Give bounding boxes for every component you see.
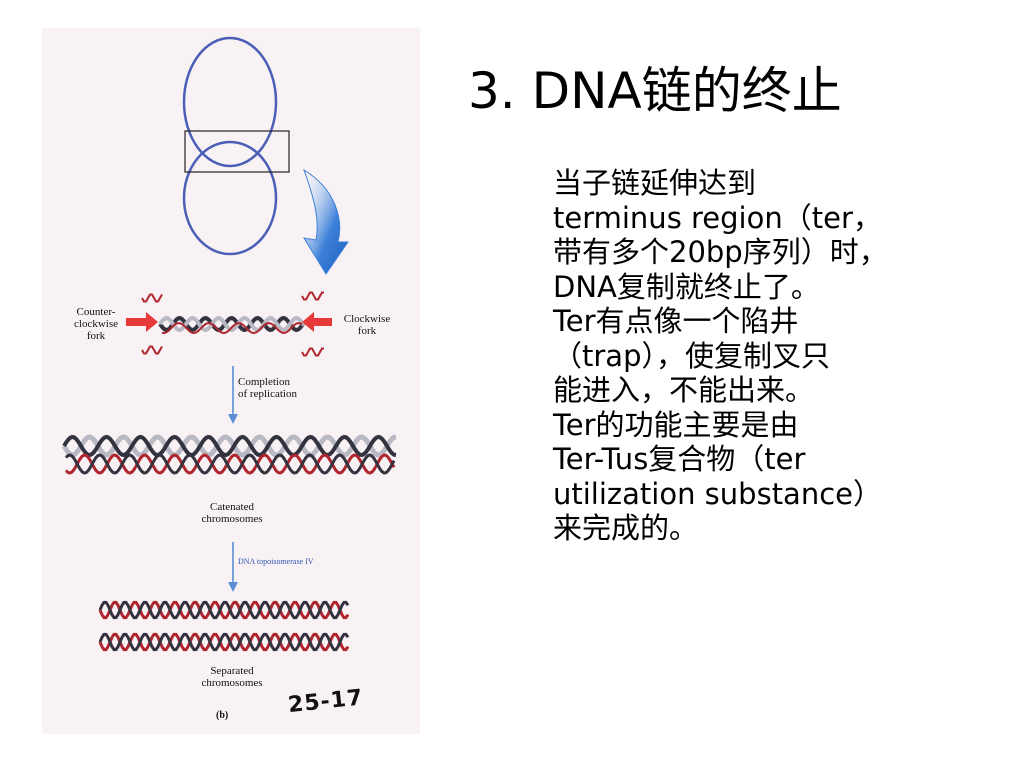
fork-tail-right-lower bbox=[301, 347, 324, 357]
topoisomerase-label: DNA topoisomerase IV bbox=[238, 557, 314, 566]
fork-strand-dark bbox=[158, 315, 306, 333]
body-line: Ter有点像一个陷井 bbox=[553, 304, 799, 338]
completion-arrow-head bbox=[228, 414, 238, 424]
body-line: 能进入，不能出来。 bbox=[553, 373, 815, 407]
body-line: terminus region（ter， bbox=[553, 200, 882, 235]
bottom-replication-loop bbox=[182, 140, 278, 256]
topoisomerase-arrow-head bbox=[228, 582, 238, 592]
separated-label: Separated chromosomes bbox=[201, 665, 263, 689]
fork-strands bbox=[141, 291, 324, 357]
counter-clockwise-fork-label: Counter- clockwise fork bbox=[74, 306, 118, 342]
separated-top-dark bbox=[98, 600, 350, 620]
handwritten-note: 25-17 bbox=[286, 685, 365, 719]
top-replication-loop bbox=[182, 36, 278, 168]
clockwise-fork-label: Clockwise fork bbox=[343, 313, 391, 337]
catenated-strand-light-1 bbox=[61, 434, 397, 458]
body-line: （trap），使复制叉只 bbox=[553, 338, 830, 373]
body-line: Ter-Tus复合物（ter bbox=[553, 442, 806, 476]
body-line: DNA复制就终止了。 bbox=[553, 269, 820, 304]
catenated-label: Catenated chromosomes bbox=[201, 501, 263, 525]
separated-top-red bbox=[98, 600, 350, 620]
fork-tail-left-upper bbox=[141, 293, 163, 303]
counter-clockwise-fork-arrow bbox=[126, 312, 158, 332]
fork-strand-red bbox=[161, 322, 303, 335]
body-text: 当子链延伸达到 terminus region（ter， 带有多个20bp序列）… bbox=[553, 166, 1013, 546]
separated-strands bbox=[98, 600, 350, 652]
body-line: 当子链延伸达到 bbox=[553, 166, 757, 200]
completion-label: Completion of replication bbox=[238, 376, 297, 400]
body-line: 带有多个20bp序列）时， bbox=[553, 235, 888, 269]
body-line: 来完成的。 bbox=[553, 511, 699, 545]
catenated-strand-dark-1 bbox=[62, 434, 397, 458]
fork-tail-right-upper bbox=[301, 291, 324, 301]
separated-bottom-red bbox=[98, 632, 350, 652]
catenated-strand-red bbox=[64, 453, 396, 475]
termination-region-box bbox=[184, 130, 290, 173]
catenated-strands bbox=[61, 434, 397, 475]
zoom-arrow bbox=[303, 168, 349, 275]
separated-bottom-dark bbox=[98, 632, 350, 652]
replication-figure: Counter- clockwise fork Clockwise fork C… bbox=[42, 28, 420, 734]
panel-label: (b) bbox=[216, 710, 229, 721]
body-line: utilization substance） bbox=[553, 476, 882, 511]
body-line: Ter的功能主要是由 bbox=[553, 407, 799, 442]
replication-diagram bbox=[61, 36, 397, 652]
catenated-strand-dark-2 bbox=[64, 453, 396, 475]
clockwise-fork-arrow bbox=[302, 312, 332, 332]
fork-tail-left-lower bbox=[141, 345, 163, 355]
slide-title: 3. DNA链的终止 bbox=[468, 62, 842, 120]
